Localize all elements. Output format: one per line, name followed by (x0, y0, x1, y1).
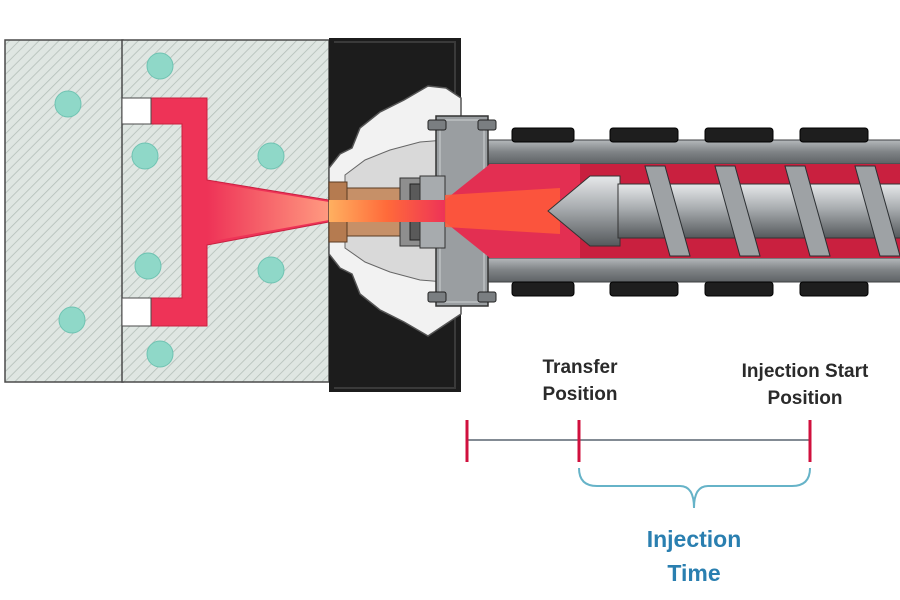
injection-start-label-line1: Injection Start (741, 361, 869, 382)
bolt (477, 119, 497, 131)
screw-flight (784, 165, 831, 257)
injection-time-line1: Injection (646, 526, 742, 552)
cooling-channel (146, 52, 174, 80)
heater-band (609, 281, 679, 297)
screw-flight (714, 165, 761, 257)
heater-band (704, 281, 774, 297)
stroke-timeline (465, 420, 812, 462)
screw-flight (854, 165, 900, 257)
screw-flight (644, 165, 691, 257)
cooling-channel (257, 142, 285, 170)
heater-band (511, 127, 575, 143)
injection-time-line2: Time (667, 560, 721, 586)
cooling-channels (54, 52, 285, 368)
transfer-label-line2: Position (542, 384, 618, 405)
screw (547, 165, 900, 257)
screw-flights (644, 165, 900, 257)
mold-cutout-bottom (121, 297, 152, 327)
cooling-channel (58, 306, 86, 334)
flange-bolts (427, 119, 497, 303)
heater-band (511, 281, 575, 297)
cooling-channel (131, 142, 159, 170)
cooling-channel (54, 90, 82, 118)
heater-band (799, 127, 869, 143)
nozzle (328, 175, 560, 249)
cooling-channel (134, 252, 162, 280)
bolt (427, 119, 447, 131)
injection-start-position-label: Injection Start Position (722, 358, 888, 412)
injection-start-label-line2: Position (767, 388, 843, 409)
bolt (477, 291, 497, 303)
cooling-channel (146, 340, 174, 368)
transfer-position-label: Transfer Position (520, 354, 640, 408)
injection-time-label: Injection Time (624, 522, 764, 590)
mold-cutout-top (121, 97, 152, 125)
injection-time-brace (578, 467, 811, 509)
heater-band (609, 127, 679, 143)
transfer-label-line1: Transfer (542, 357, 618, 378)
heater-bands (511, 127, 869, 297)
bolt (427, 291, 447, 303)
sprue-runner (207, 182, 329, 242)
heater-band (799, 281, 869, 297)
heater-band (704, 127, 774, 143)
cooling-channel (257, 256, 285, 284)
